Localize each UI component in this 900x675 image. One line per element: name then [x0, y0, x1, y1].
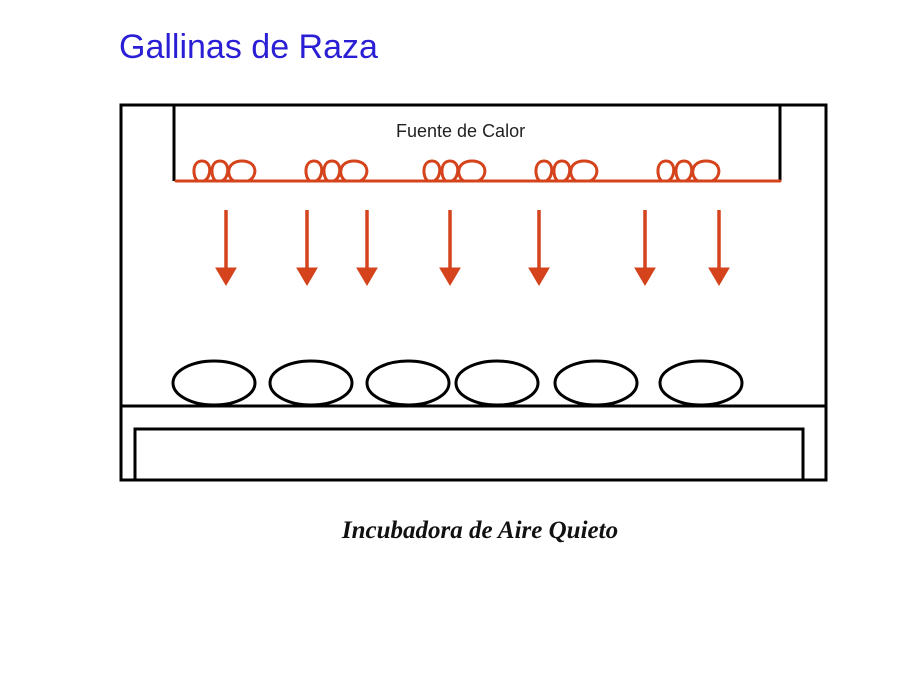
arrow-down-icon [528, 210, 550, 286]
egg-icon [365, 359, 451, 407]
heat-source-frame [172, 105, 782, 181]
arrow-down-icon [356, 210, 378, 286]
egg-icon [171, 359, 257, 407]
arrow-down-icon [439, 210, 461, 286]
heat-source-label: Fuente de Calor [396, 121, 526, 141]
egg-icon [658, 359, 744, 407]
incubator-cabinet [119, 103, 828, 482]
heat-arrows [215, 210, 730, 286]
egg-icon [454, 359, 540, 407]
eggs [171, 359, 744, 407]
arrow-down-icon [708, 210, 730, 286]
egg-icon [268, 359, 354, 407]
arrow-down-icon [215, 210, 237, 286]
egg-tray [133, 427, 805, 480]
heating-coil-icon [174, 159, 782, 183]
arrow-down-icon [296, 210, 318, 286]
arrow-down-icon [634, 210, 656, 286]
egg-icon [553, 359, 639, 407]
page-title: Gallinas de Raza [119, 28, 378, 66]
diagram-caption: Incubadora de Aire Quieto [341, 517, 619, 544]
